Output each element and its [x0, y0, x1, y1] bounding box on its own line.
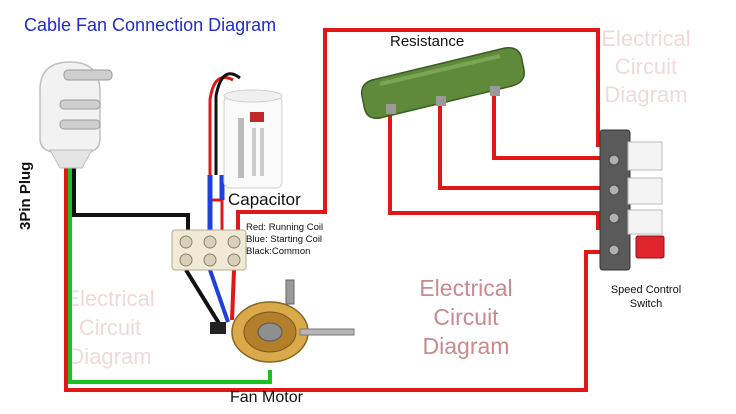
- wire-green-earth: [68, 165, 272, 384]
- watermark-line1: Electrical: [419, 275, 512, 301]
- wire-red-resistor-2: [438, 104, 612, 190]
- legend-blue: Blue: Starting Coil: [246, 234, 322, 245]
- switch-red-button[interactable]: [635, 235, 665, 259]
- capacitor-logo: [250, 112, 264, 122]
- switch-label-line1: Speed Control: [611, 284, 681, 296]
- fan-motor-label: Fan Motor: [230, 389, 304, 406]
- resistance-label: Resistance: [390, 33, 464, 50]
- wire-legend: Red: Running Coil Blue: Starting Coil Bl…: [246, 222, 323, 257]
- wire-red-resistor-1: [388, 112, 612, 230]
- resistor: [360, 47, 525, 119]
- switch-label-line2: Switch: [630, 298, 662, 310]
- wire-motor-black: [184, 268, 222, 327]
- watermark-line1: Electrical: [601, 26, 690, 51]
- watermark-line2: Circuit: [79, 315, 141, 340]
- wire-motor-red: [230, 269, 236, 321]
- capacitor-print: [238, 118, 244, 178]
- watermark-line2: Circuit: [433, 304, 499, 330]
- wire-red-top: [236, 28, 612, 232]
- fan-motor: [210, 279, 355, 363]
- plug-label: 3Pin Plug: [17, 162, 34, 230]
- speed-control-switch[interactable]: [599, 129, 665, 271]
- diagram-title: Cable Fan Connection Diagram: [24, 15, 276, 35]
- switch-label: Speed Control Switch: [611, 284, 681, 310]
- motor-shaft: [299, 328, 355, 336]
- wire-capacitor-black: [214, 72, 241, 175]
- capacitor-label: Capacitor: [228, 190, 301, 209]
- watermark-line3: Diagram: [604, 82, 687, 107]
- watermark-line3: Diagram: [423, 333, 510, 359]
- watermark-line1: Electrical: [65, 286, 154, 311]
- terminal-block: [171, 229, 247, 271]
- wire-red-resistor-3: [492, 96, 612, 160]
- wire-black-plug: [72, 165, 190, 232]
- legend-red: Red: Running Coil: [246, 222, 323, 233]
- watermark-line2: Circuit: [615, 54, 677, 79]
- three-pin-plug: [39, 61, 113, 169]
- watermark-center: Electrical Circuit Diagram: [419, 275, 512, 359]
- capacitor: [223, 89, 283, 189]
- watermark-line3: Diagram: [68, 344, 151, 369]
- legend-black: Black:Common: [246, 246, 310, 257]
- watermark-top-right: Electrical Circuit Diagram: [601, 26, 690, 107]
- wire-red-main: [64, 165, 612, 392]
- watermark-left: Electrical Circuit Diagram: [65, 286, 154, 369]
- motor-connector: [210, 322, 226, 334]
- wire-motor-blue: [208, 269, 230, 323]
